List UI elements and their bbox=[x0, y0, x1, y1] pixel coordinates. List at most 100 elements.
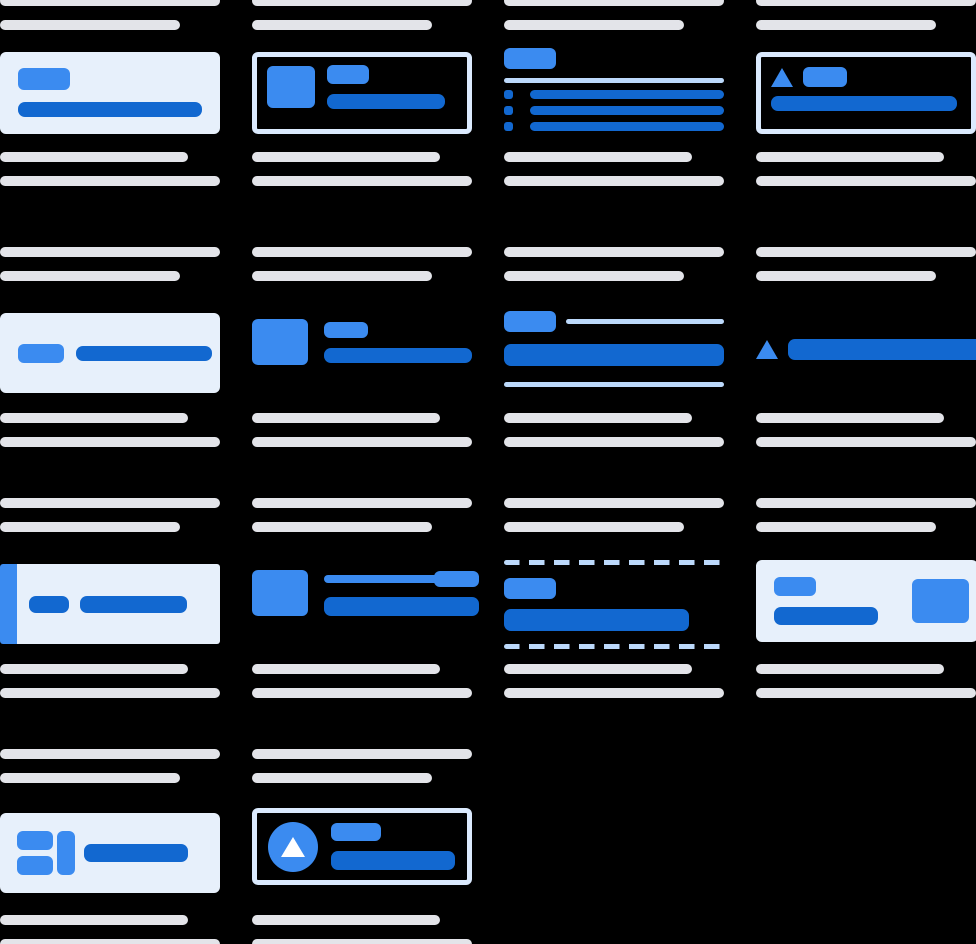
skeleton-line bbox=[252, 413, 440, 423]
dashed-divider-bottom bbox=[504, 644, 724, 649]
list-item[interactable] bbox=[504, 106, 724, 115]
cell-r2c1-filled-card-inline bbox=[0, 247, 252, 502]
skeleton-line bbox=[252, 939, 472, 944]
skeleton-lines-below bbox=[0, 152, 220, 186]
skeleton-lines-above bbox=[0, 247, 220, 281]
content-card[interactable] bbox=[0, 52, 220, 134]
content-card[interactable] bbox=[0, 564, 220, 644]
skeleton-line bbox=[756, 498, 976, 508]
content-card[interactable] bbox=[0, 813, 220, 893]
skeleton-lines-above bbox=[252, 749, 472, 783]
skeleton-line bbox=[756, 688, 976, 698]
title-pill bbox=[18, 68, 70, 90]
body-bar bbox=[788, 339, 976, 360]
skeleton-line bbox=[756, 664, 944, 674]
skeleton-line bbox=[252, 773, 432, 783]
skeleton-line bbox=[252, 915, 440, 925]
skeleton-line bbox=[0, 152, 188, 162]
cell-r3c1-accent-callout-card bbox=[0, 498, 252, 753]
skeleton-lines-below bbox=[756, 152, 976, 186]
content-card[interactable] bbox=[504, 48, 724, 138]
skeleton-line bbox=[504, 498, 724, 508]
content-card[interactable] bbox=[252, 570, 479, 620]
skeleton-line bbox=[504, 152, 692, 162]
dashed-divider-top bbox=[504, 560, 724, 565]
skeleton-line bbox=[504, 0, 724, 6]
bullet-icon bbox=[504, 122, 513, 131]
skeleton-line bbox=[252, 0, 472, 6]
body-bar bbox=[327, 94, 445, 109]
list-item[interactable] bbox=[504, 90, 724, 99]
warning-row bbox=[771, 67, 965, 87]
cell-r2c4-plain-warning-row bbox=[756, 247, 976, 502]
bullet-icon bbox=[504, 90, 513, 99]
skeleton-line bbox=[0, 498, 220, 508]
skeleton-lines-below bbox=[252, 152, 472, 186]
body-bar bbox=[76, 345, 212, 361]
content-card[interactable] bbox=[252, 319, 472, 369]
list-item[interactable] bbox=[504, 122, 724, 131]
skeleton-line bbox=[504, 20, 684, 30]
cell-r1c3-bulleted-list-block bbox=[504, 0, 756, 251]
avatar[interactable] bbox=[268, 821, 318, 872]
skeleton-lines-below bbox=[0, 664, 220, 698]
list-item-bar bbox=[530, 106, 724, 115]
skeleton-line bbox=[756, 176, 976, 186]
skeleton-line bbox=[504, 247, 724, 257]
skeleton-line bbox=[756, 522, 936, 532]
skeleton-line bbox=[756, 271, 936, 281]
thumbnail-icon bbox=[267, 66, 315, 108]
content-card[interactable] bbox=[252, 52, 472, 134]
skeleton-line bbox=[0, 915, 188, 925]
skeleton-lines-below bbox=[756, 413, 976, 447]
skeleton-lines-above bbox=[504, 0, 724, 30]
content-card[interactable] bbox=[756, 339, 976, 365]
divider-rule bbox=[566, 319, 724, 324]
skeleton-line bbox=[0, 413, 188, 423]
skeleton-line bbox=[0, 664, 188, 674]
content-card[interactable] bbox=[0, 313, 220, 393]
divider-rule bbox=[504, 78, 724, 83]
title-pill bbox=[504, 311, 556, 332]
content-card[interactable] bbox=[756, 52, 976, 134]
list-item-bar bbox=[530, 122, 724, 131]
cell-r3c3-dashed-divider-block bbox=[504, 498, 756, 753]
body-bar bbox=[771, 96, 957, 111]
skeleton-line bbox=[252, 664, 440, 674]
skeleton-line bbox=[252, 247, 472, 257]
skeleton-line bbox=[0, 522, 180, 532]
badge-pill bbox=[434, 570, 479, 587]
body-bar bbox=[331, 851, 455, 870]
skeleton-line bbox=[0, 749, 220, 759]
content-card[interactable] bbox=[504, 311, 724, 396]
skeleton-lines-below bbox=[0, 915, 220, 944]
skeleton-line bbox=[504, 437, 724, 447]
skeleton-lines-above bbox=[756, 247, 976, 281]
skeleton-line bbox=[0, 773, 180, 783]
body-bar bbox=[504, 344, 724, 366]
skeleton-line bbox=[504, 413, 692, 423]
label-bar bbox=[29, 595, 69, 613]
skeleton-line bbox=[0, 271, 180, 281]
list-item-bar bbox=[530, 90, 724, 99]
skeleton-line bbox=[0, 247, 220, 257]
skeleton-line bbox=[756, 437, 976, 447]
content-card[interactable] bbox=[756, 560, 976, 642]
skeleton-lines-below bbox=[252, 915, 472, 944]
skeleton-line bbox=[252, 437, 472, 447]
skeleton-line bbox=[0, 176, 220, 186]
skeleton-line bbox=[252, 271, 432, 281]
skeleton-line bbox=[504, 522, 684, 532]
skeleton-line bbox=[252, 688, 472, 698]
cell-r2c2-plain-media-thumb-left bbox=[252, 247, 504, 502]
skeleton-lines-above bbox=[252, 0, 472, 30]
meta-bar bbox=[324, 574, 479, 583]
content-card[interactable] bbox=[504, 560, 724, 650]
cell-r1c2-outlined-card-thumb-left bbox=[252, 0, 504, 251]
skeleton-line bbox=[0, 939, 220, 944]
skeleton-line bbox=[504, 688, 724, 698]
skeleton-line bbox=[756, 152, 944, 162]
skeleton-line bbox=[504, 176, 724, 186]
content-card[interactable] bbox=[252, 808, 472, 885]
